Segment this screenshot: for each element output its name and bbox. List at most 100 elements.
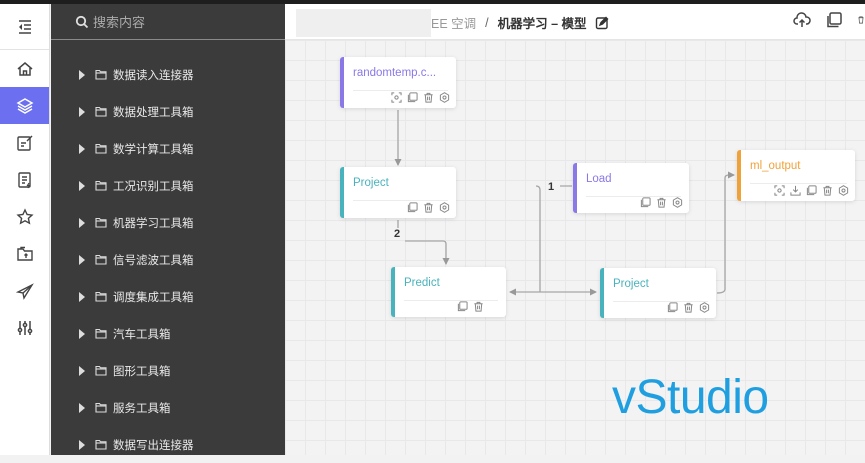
settings-button[interactable] [439, 202, 450, 213]
caret-right-icon[interactable] [79, 217, 85, 228]
delete-button[interactable] [822, 185, 833, 196]
gear-icon [672, 197, 683, 208]
search-input[interactable]: 搜索内容 [93, 15, 146, 30]
rail-item-layers[interactable] [0, 87, 49, 124]
settings-button[interactable] [672, 197, 683, 208]
rail-item-send[interactable] [0, 272, 49, 309]
node-actions [769, 185, 849, 196]
edge-label-1: 1 [548, 181, 555, 193]
settings-button[interactable] [838, 185, 849, 196]
copy-icon [407, 92, 418, 103]
delete-button[interactable] [423, 202, 434, 213]
folder-upload-icon [16, 246, 33, 261]
toolbox-tree: 数据读入连接器 数据处理工具箱 数学计算工具箱 工况识别工具箱 机器学习工具箱 … [51, 40, 285, 463]
tree-item[interactable]: 工况识别工具箱 [51, 167, 285, 204]
caret-right-icon[interactable] [79, 143, 85, 154]
tree-item[interactable]: 数学计算工具箱 [51, 130, 285, 167]
rail-item-folder[interactable] [0, 235, 49, 272]
caret-right-icon[interactable] [79, 254, 85, 265]
node-title: Project [353, 177, 389, 189]
node-randomtemp[interactable]: randomtemp.c... [340, 57, 456, 108]
download-button[interactable] [790, 185, 801, 196]
node-project-2[interactable]: Project [600, 268, 716, 318]
delete-button[interactable] [423, 92, 434, 103]
tree-item[interactable]: 服务工具箱 [51, 389, 285, 426]
tree-item[interactable]: 图形工具箱 [51, 352, 285, 389]
copy-icon [407, 202, 418, 213]
rail-item-report[interactable] [0, 161, 49, 198]
gear-icon [439, 202, 450, 213]
tree-item[interactable]: 数据写出连接器 [51, 426, 285, 463]
node-divider [613, 301, 708, 302]
caret-right-icon[interactable] [79, 439, 85, 450]
icon-rail [0, 4, 50, 455]
settings-button[interactable] [439, 92, 450, 103]
caret-right-icon[interactable] [79, 365, 85, 376]
toolbox-panel: 搜索内容 数据读入连接器 数据处理工具箱 数学计算工具箱 工况识别工具箱 机器学… [51, 4, 285, 455]
copy-icon [667, 302, 678, 313]
caret-right-icon[interactable] [79, 69, 85, 80]
menu-toggle-button[interactable] [0, 4, 49, 50]
menu-collapse-icon [18, 19, 31, 34]
edit-icon[interactable] [595, 16, 609, 30]
search-icon [75, 15, 89, 28]
home-icon [17, 61, 32, 76]
preview-button[interactable] [391, 92, 402, 103]
node-project-1[interactable]: Project [340, 167, 456, 218]
caret-right-icon[interactable] [79, 106, 85, 117]
node-title: randomtemp.c... [353, 67, 437, 79]
tree-item[interactable]: 数据处理工具箱 [51, 93, 285, 130]
copy-button[interactable] [667, 302, 678, 313]
send-icon [15, 282, 34, 300]
delete-button[interactable] [656, 197, 667, 208]
node-title: Project [613, 278, 649, 290]
rail-item-edit[interactable] [0, 124, 49, 161]
node-predict[interactable]: Predict [391, 267, 506, 317]
gear-icon [439, 92, 450, 103]
copy-button[interactable] [407, 202, 418, 213]
caret-right-icon[interactable] [79, 291, 85, 302]
copy-icon [806, 185, 817, 196]
report-icon [17, 171, 31, 188]
tree-item[interactable]: 数据读入连接器 [51, 56, 285, 93]
rail-item-settings[interactable] [0, 309, 49, 346]
tree-item[interactable]: 机器学习工具箱 [51, 204, 285, 241]
delete-button[interactable] [473, 301, 484, 312]
folder-icon [95, 217, 107, 228]
window-top-bar [0, 0, 865, 4]
copy-button[interactable] [407, 92, 418, 103]
rail-item-home[interactable] [0, 50, 49, 87]
tree-item[interactable]: 信号滤波工具箱 [51, 241, 285, 278]
tree-item[interactable]: 汽车工具箱 [51, 315, 285, 352]
tree-item-label: 数据处理工具箱 [113, 106, 194, 119]
copy-icon [640, 197, 651, 208]
tree-item[interactable]: 调度集成工具箱 [51, 278, 285, 315]
copy-button[interactable] [640, 197, 651, 208]
edge-label-2: 2 [394, 228, 401, 240]
gear-icon [699, 302, 710, 313]
search-box[interactable]: 搜索内容 [51, 4, 285, 40]
upload-button[interactable] [793, 11, 811, 29]
copy-button[interactable] [806, 185, 817, 196]
node-ml-output[interactable]: ml_output [737, 150, 855, 201]
copy-button[interactable] [825, 11, 843, 29]
settings-button[interactable] [699, 302, 710, 313]
rail-item-favorites[interactable] [0, 198, 49, 235]
trash-icon [657, 197, 666, 208]
tree-item-label: 数学计算工具箱 [113, 143, 194, 156]
caret-right-icon[interactable] [79, 402, 85, 413]
delete-button[interactable] [857, 11, 865, 29]
copy-button[interactable] [457, 301, 468, 312]
node-actions [386, 92, 450, 103]
caret-right-icon[interactable] [79, 180, 85, 191]
caret-right-icon[interactable] [79, 328, 85, 339]
preview-button[interactable] [774, 185, 785, 196]
folder-icon [95, 180, 107, 191]
gear-icon [838, 185, 849, 196]
node-divider [353, 90, 448, 91]
breadcrumb-project[interactable]: EE 空调 [431, 17, 477, 31]
delete-button[interactable] [683, 302, 694, 313]
workflow-canvas[interactable] [285, 40, 865, 455]
tree-item-label: 机器学习工具箱 [113, 217, 194, 230]
node-load[interactable]: Load [573, 163, 689, 213]
